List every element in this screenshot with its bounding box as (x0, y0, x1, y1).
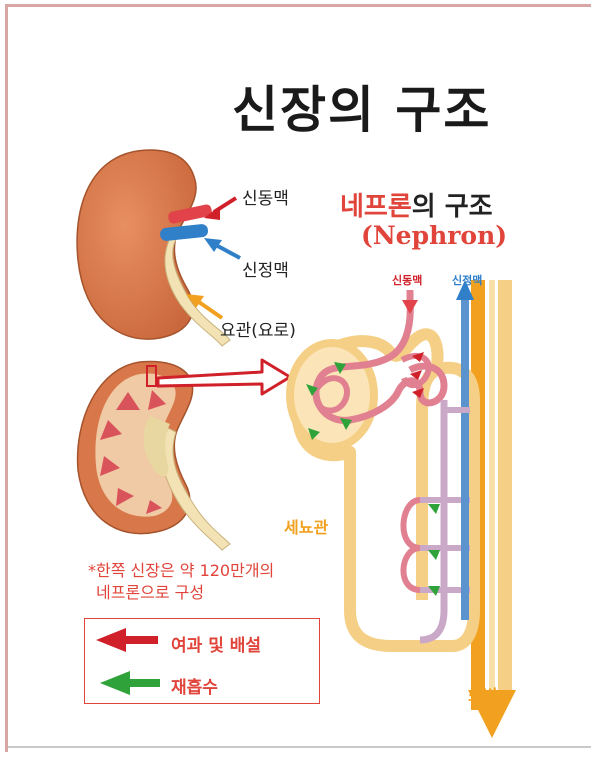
label-nephron-vein: 신정맥 (452, 272, 482, 288)
page-title: 신장의 구조 (232, 70, 572, 142)
label-renal-artery: 신동맥 (242, 184, 289, 209)
nephron-title: 네프론의 구조 (340, 186, 493, 223)
note-line-1: *한쪽 신장은 약 120만개의 (88, 560, 274, 582)
nephron-count-note: *한쪽 신장은 약 120만개의 네프론으로 구성 (88, 560, 274, 604)
label-renal-vein: 신정맥 (242, 256, 289, 281)
legend-label-reabsorption: 재흡수 (171, 673, 218, 698)
nephron-title-rest: 의 구조 (412, 192, 493, 222)
note-line-2: 네프론으로 구성 (88, 582, 274, 604)
label-tubule: 세뇨관 (284, 514, 328, 538)
legend-item-filtration: 여과 및 배설 (85, 627, 321, 657)
nephron-title-highlight: 네프론 (340, 192, 412, 222)
label-urine: 소변 (468, 682, 497, 706)
label-ureter: 요관(요로) (220, 316, 296, 341)
kidney-external (77, 150, 230, 346)
legend-label-filtration: 여과 및 배설 (171, 631, 261, 656)
legend-item-reabsorption: 재흡수 (85, 669, 321, 699)
nephron-subtitle: (Nephron) (361, 221, 507, 250)
nephron-diagram (290, 280, 516, 738)
legend-box: 여과 및 배설 재흡수 (84, 618, 320, 704)
kidney-cross-section (78, 362, 230, 550)
artery-flow-arrow (402, 300, 418, 314)
label-nephron-artery: 신동맥 (392, 272, 422, 288)
